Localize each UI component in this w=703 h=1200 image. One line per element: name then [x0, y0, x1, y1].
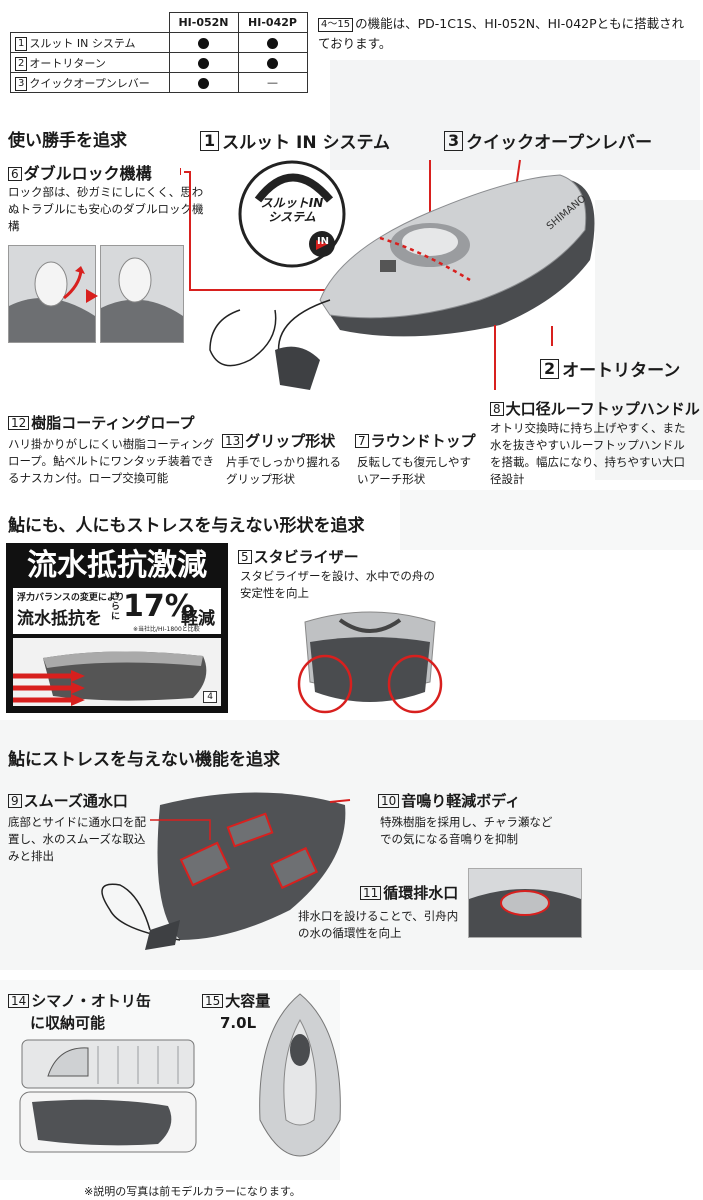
boat-side-icon [13, 651, 207, 706]
boat-illustration: SHIMANO [180, 159, 595, 390]
background-panel [595, 200, 703, 480]
lock-photo-icon [101, 257, 183, 342]
feature-desc-5: スタビライザーを設け、水中での舟の安定性を向上 [240, 569, 435, 600]
background-panel [400, 490, 703, 550]
flow-photo: 4 [13, 638, 221, 706]
drain-photo [468, 868, 582, 938]
drain-port-icon [469, 889, 581, 937]
arrow-right-icon [86, 288, 98, 307]
reduction-percent: 17% [123, 589, 195, 624]
banner-headline: 流水抵抗激減 [27, 548, 207, 583]
stabilizer-illustration [297, 611, 443, 714]
lock-photo-after [100, 245, 184, 343]
available-dot-icon [267, 57, 278, 69]
photo-footnote: ※説明の写真は前モデルカラーになります。 [84, 1185, 301, 1198]
lock-photo-before [8, 245, 96, 343]
available-dot-icon [198, 57, 209, 69]
feature-desc-9: 底部とサイドに通水口を配置し、水のスムーズな取込みと排出 [8, 815, 146, 863]
feature-desc-12: ハリ掛かりがしにくい樹脂コーティングロープ。鮎ベルトにワンタッチ装着できるナスカ… [8, 437, 215, 485]
section-title: 使い勝手を追求 [8, 131, 127, 151]
logo-text: スルットIN システム [260, 196, 324, 224]
model-header: HI-052N [168, 12, 239, 33]
bottom-view-illustration [101, 792, 351, 950]
cooler-icon [19, 1039, 197, 1153]
section-title: 鮎にストレスを与えない機能を追求 [8, 750, 280, 770]
flow-resistance-banner: 流水抵抗激減 浮力バランスの変更により 流水抵抗を さらに 17% 軽減 ※当社… [6, 543, 228, 713]
available-dot-icon [267, 37, 278, 49]
available-dot-icon [198, 77, 209, 89]
panel-number: 4 [203, 691, 217, 703]
banner-sub-box: 浮力バランスの変更により 流水抵抗を さらに 17% 軽減 ※当社比/HI-18… [13, 588, 221, 634]
feature-desc-8: オトリ交換時に持ち上げやすく、また水を抜きやすいルーフトップハンドルを搭載。幅広… [490, 421, 686, 486]
slittin-system-logo: スルットIN システム IN [238, 160, 346, 268]
feature-desc-10: 特殊樹脂を採用し、チャラ瀬などでの気になる音鳴りを抑制 [380, 815, 553, 846]
feature-desc-13: 片手でしっかり握れるグリップ形状 [226, 455, 341, 486]
feature-desc-7: 反転しても復元しやすいアーチ形状 [357, 455, 471, 486]
section-title: 鮎にも、人にもストレスを与えない形状を追求 [8, 516, 365, 536]
capacity-value: 7.0L [220, 1014, 257, 1032]
boat-top-icon [259, 993, 341, 1157]
available-dot-icon [198, 37, 209, 49]
lock-photo-icon [9, 261, 95, 342]
not-available-mark: — [237, 72, 308, 93]
logo-badge: IN [316, 236, 330, 247]
feature-desc-6: ロック部は、砂ガミにしにくく、思わぬトラブルにも安心のダブルロック機構 [8, 185, 204, 233]
model-header: HI-042P [237, 12, 308, 33]
background-panel [330, 60, 700, 170]
background-panel [0, 720, 703, 970]
top-view-photo [252, 990, 348, 1160]
feature-desc-11: 排水口を設けることで、引舟内の水の循環性を向上 [298, 909, 459, 940]
cooler-photo [18, 1036, 198, 1156]
fish-logo-icon [238, 160, 346, 268]
